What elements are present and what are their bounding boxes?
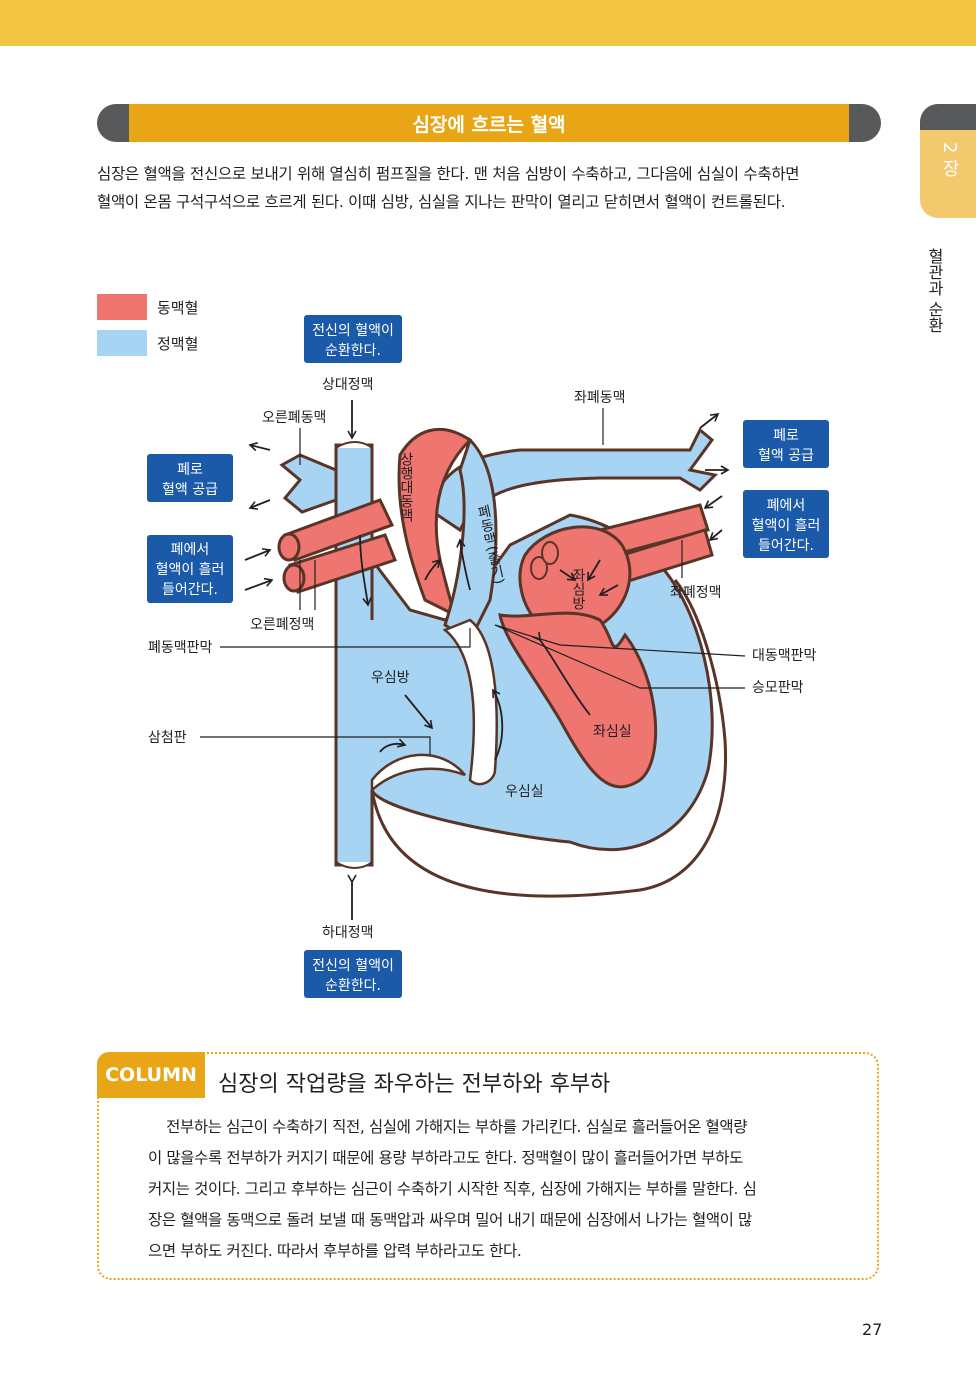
section-title-bar: 심장에 흐르는 혈액 <box>97 104 881 142</box>
chapter-number: 2 장 <box>939 142 960 178</box>
label-mitral-valve: 승모판막 <box>752 680 804 696</box>
from-lung-right-line1: 폐에서 <box>767 498 806 514</box>
column-body: 전부하는 심근이 수축하기 직전, 심실에 가해지는 부하를 가리킨다. 심실로… <box>148 1112 838 1267</box>
legend-label-venous: 정맥혈 <box>157 335 199 353</box>
tricuspid-valve <box>370 753 466 793</box>
label-left-pulmonary-vein: 좌폐정맥 <box>670 585 722 601</box>
legend-swatch-arterial <box>97 294 147 320</box>
body-bottom-box-line2: 순환한다. <box>325 978 381 994</box>
label-left-atrium: 좌심방 <box>570 568 586 610</box>
label-left-ventricle: 좌심실 <box>593 724 632 740</box>
body-bottom-box-line1: 전신의 혈액이 <box>312 958 394 974</box>
label-right-ventricle: 우심실 <box>505 784 544 800</box>
from-lung-right-line2: 혈액이 흘러 <box>752 518 821 534</box>
label-right-atrium: 우심방 <box>371 670 410 686</box>
leader-lines <box>200 408 746 755</box>
chapter-tab: 2 장 <box>920 104 976 218</box>
lung-supply-left-line2: 혈액 공급 <box>162 482 218 498</box>
column-line: 이 많을수록 전부하가 커지기 때문에 용량 부하라고도 한다. 정맥혈이 많이… <box>148 1149 743 1167</box>
label-tricuspid-valve: 삼첨판 <box>148 730 187 746</box>
flow-arrows <box>244 400 730 920</box>
label-right-pulmonary-vein: 오른폐정맥 <box>250 617 314 633</box>
intro-line: 혈액이 온몸 구석구석으로 흐르게 된다. 이때 심방, 심실을 지나는 판막이… <box>97 193 786 211</box>
lung-supply-right-line1: 폐로 <box>773 428 799 444</box>
from-lung-left-line1: 폐에서 <box>171 542 210 558</box>
heart-blood-flow-diagram: 전신의 혈액이 순환한다. 전신의 혈액이 순환한다. 폐로 혈액 공급 폐로 … <box>147 315 829 998</box>
column-box <box>97 1052 879 1280</box>
from-lung-left-line3: 들어간다. <box>162 582 218 598</box>
column-tag: COLUMN <box>97 1052 205 1098</box>
chapter-section-title: 혈관과 순환 <box>925 248 944 334</box>
label-aortic-valve: 대동맥판막 <box>752 648 817 664</box>
callout-boxes <box>147 315 829 998</box>
from-lung-left-line2: 혈액이 흘러 <box>156 562 225 578</box>
column-line: 으면 부하도 커진다. 따라서 후부하를 압력 부하라고도 한다. <box>148 1242 522 1260</box>
column-line: 커지는 것이다. 그리고 후부하는 심근이 수축하기 시작한 직후, 심장에 가… <box>148 1180 757 1198</box>
section-title: 심장에 흐르는 혈액 <box>129 104 849 142</box>
interventricular-septum <box>442 618 498 786</box>
intro-line: 심장은 혈액을 전신으로 보내기 위해 열심히 펌프질을 한다. 맨 처음 심방… <box>97 165 800 183</box>
label-pulmonary-valve: 폐동맥판막 <box>148 640 213 656</box>
column-title: 심장의 작업량을 좌우하는 전부하와 후부하 <box>218 1072 611 1097</box>
page-number: 27 <box>862 1320 883 1339</box>
intro-paragraph: 심장은 혈액을 전신으로 보내기 위해 열심히 펌프질을 한다. 맨 처음 심방… <box>97 160 892 216</box>
legend-label-arterial: 동맥혈 <box>157 299 199 317</box>
lung-supply-left-line1: 폐로 <box>177 462 203 478</box>
label-superior-vena-cava: 상대정맥 <box>322 377 374 393</box>
right-pulmonary-veins <box>277 498 397 594</box>
column-line: 전부하는 심근이 수축하기 직전, 심실에 가해지는 부하를 가리킨다. 심실로… <box>148 1118 748 1136</box>
right-pulmonary-artery <box>279 453 338 514</box>
legend-swatch-venous <box>97 330 147 356</box>
heart-outer-line <box>370 579 728 898</box>
top-color-band <box>0 0 976 46</box>
column-line: 장은 혈액을 동맥으로 돌려 보낼 때 동맥압과 싸우며 밀어 내기 때문에 심… <box>148 1211 752 1229</box>
label-left-pulmonary-artery: 좌폐동맥 <box>574 390 626 406</box>
body-top-box-line1: 전신의 혈액이 <box>312 323 394 339</box>
label-inferior-vena-cava: 하대정맥 <box>322 925 374 941</box>
lung-supply-right-line2: 혈액 공급 <box>758 448 814 464</box>
from-lung-right-line3: 들어간다. <box>758 538 814 554</box>
chapter-tab-header <box>920 104 976 130</box>
label-ascending-aorta: 상행대동맥 <box>398 452 414 522</box>
label-right-pulmonary-artery: 오른폐동맥 <box>262 410 326 426</box>
left-ventricle <box>498 611 658 789</box>
body-top-box-line2: 순환한다. <box>325 343 381 359</box>
